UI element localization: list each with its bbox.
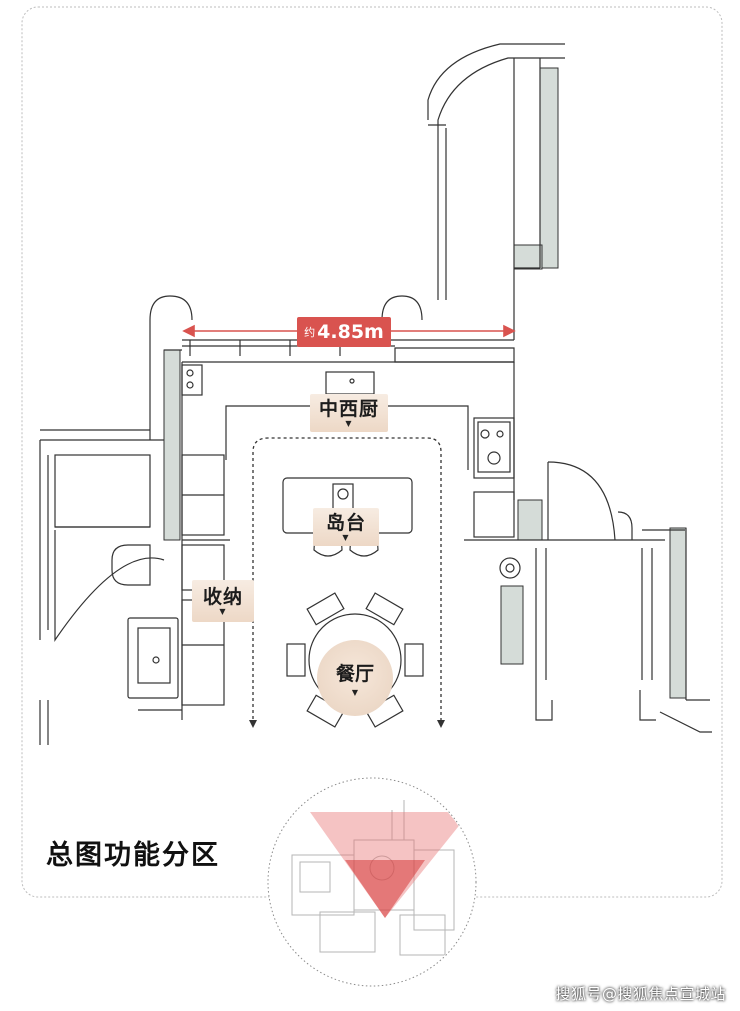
down-arrow-icon: ▼ <box>351 688 359 697</box>
down-arrow-icon: ▼ <box>345 418 353 428</box>
dimension-prefix: 约 <box>304 326 316 339</box>
zone-label-storage: 收纳 ▼ <box>192 580 254 622</box>
dimension-value: 4.85m <box>317 321 384 343</box>
dimension-badge: 约 4.85m <box>297 317 391 347</box>
wall-fills <box>163 67 687 699</box>
page-title: 总图功能分区 <box>46 840 220 871</box>
path-arrow-right <box>437 720 445 728</box>
zone-label-dining-text: 餐厅 <box>335 663 374 685</box>
circulation-path <box>252 437 442 725</box>
thumbnail <box>267 777 477 987</box>
zone-label-kitchen: 中西厨 ▼ <box>310 394 388 432</box>
zone-label-island: 岛台 ▼ <box>313 508 379 546</box>
zone-label-kitchen-text: 中西厨 <box>318 397 379 420</box>
path-arrow-left <box>249 720 257 728</box>
watermark: 搜狐号@搜狐焦点宣城站 <box>555 985 726 1003</box>
zone-label-dining: 餐厅 ▼ <box>317 640 393 716</box>
down-arrow-icon: ▼ <box>342 532 350 542</box>
down-arrow-icon: ▼ <box>219 606 227 616</box>
zone-label-storage-text: 收纳 <box>202 585 243 608</box>
frame-border <box>21 6 723 898</box>
zone-label-island-text: 岛台 <box>325 511 366 534</box>
